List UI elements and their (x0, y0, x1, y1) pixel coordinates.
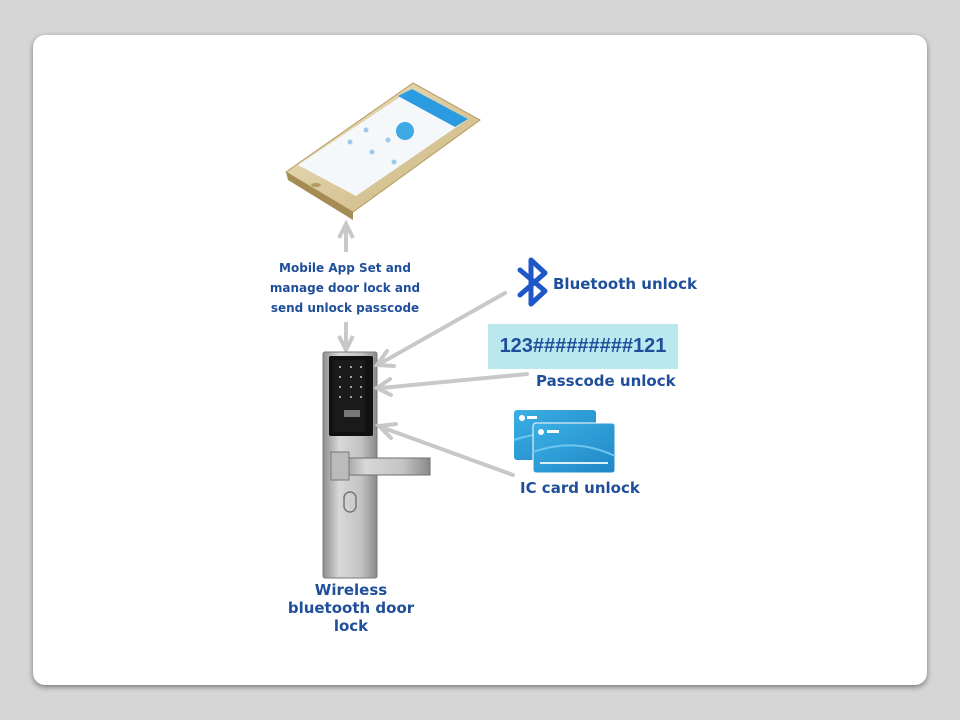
phone-app-lock-icon (396, 122, 414, 140)
bluetooth-unlock-label: Bluetooth unlock (553, 275, 697, 293)
app-label: Mobile App Set and manage door lock and … (269, 261, 421, 315)
door-lock-image (322, 351, 431, 579)
slide-card (33, 35, 927, 685)
door-lock-label: Wireless bluetooth door lock (287, 581, 415, 635)
ic-card-unlock-label: IC card unlock (520, 479, 640, 497)
ic-card-image (513, 410, 616, 474)
app-arrow (337, 219, 355, 355)
passcode-value: 123#########121 (499, 335, 667, 357)
bluetooth-icon (517, 257, 548, 307)
phone-image (285, 82, 481, 220)
passcode-box: 123#########121 (488, 324, 678, 369)
method-arrows (373, 291, 529, 477)
passcode-unlock-label: Passcode unlock (536, 372, 676, 390)
